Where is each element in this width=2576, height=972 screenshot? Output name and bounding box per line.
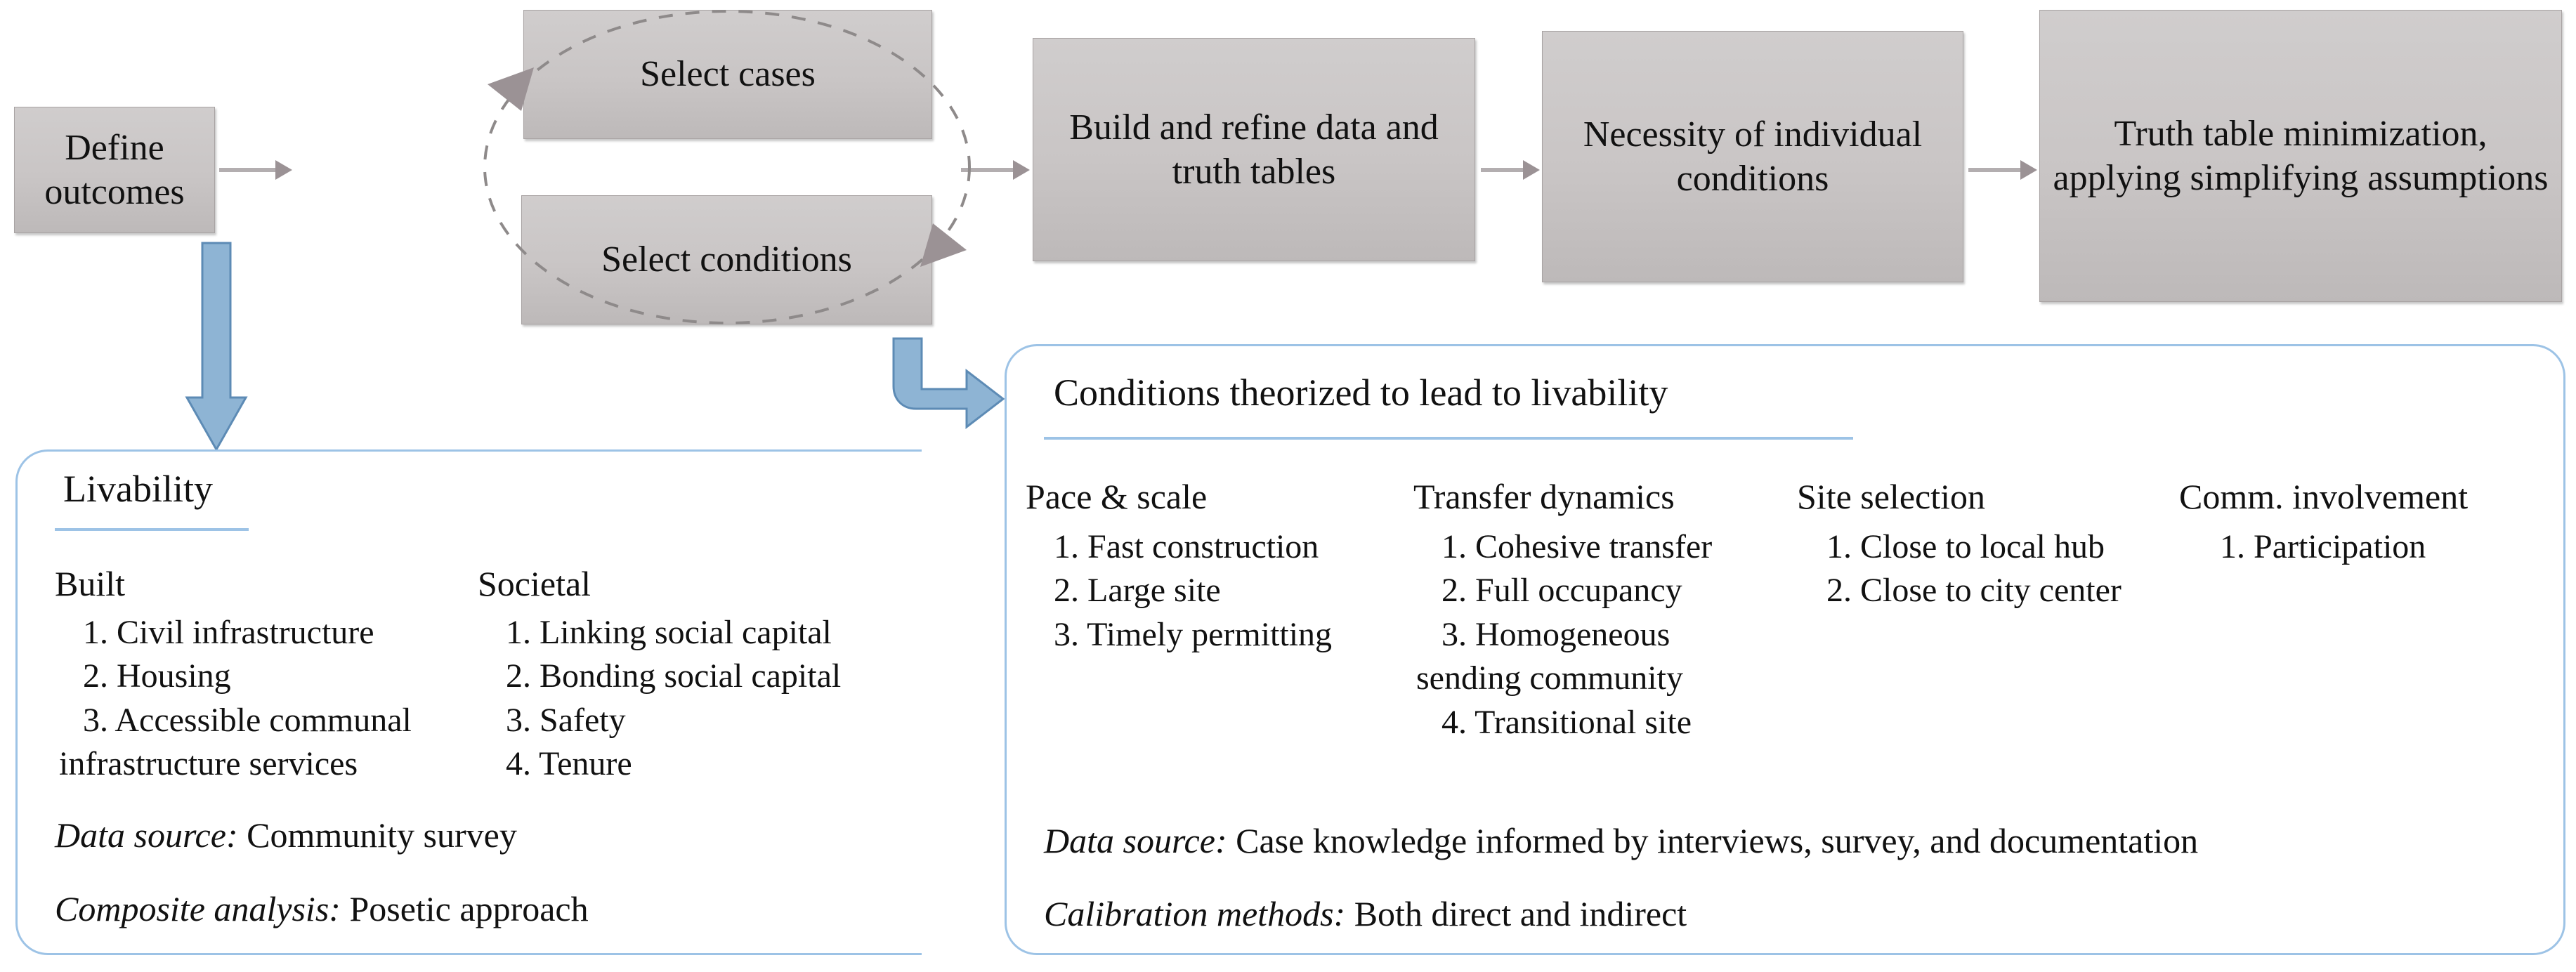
list-item: 2. Bonding social capital	[506, 657, 842, 695]
list-item: 3. Safety	[506, 701, 626, 739]
conditions-panel	[1005, 344, 2565, 955]
connector-arrow-necessity-to-truthtable	[1968, 160, 2037, 180]
note-value: Posetic approach	[349, 889, 589, 928]
blue-elbow-arrow	[892, 337, 1005, 430]
livability-panel-title: Livability	[63, 468, 213, 510]
connector-arrow-build-to-necessity	[1481, 160, 1540, 180]
conditions-column-list-pace-scale: 1. Fast construction 2. Large site 3. Ti…	[1054, 525, 1419, 657]
list-item: 4. Tenure	[506, 745, 632, 783]
connector-arrow-selection-to-build	[961, 160, 1030, 180]
conditions-column-heading-comm-involvement: Comm. involvement	[2179, 477, 2469, 516]
process-box-select-conditions[interactable]: Select conditions	[521, 195, 932, 324]
list-item: 1. Close to local hub	[1826, 528, 2105, 565]
process-box-label: Select cases	[640, 54, 816, 95]
list-item: 2. Close to city center	[1826, 572, 2121, 610]
list-item: 3. Timely permitting	[1054, 615, 1333, 653]
list-item: 2. Full occupancy	[1441, 572, 1682, 610]
connector-arrow-define-to-selection	[219, 160, 292, 180]
livability-column-list-societal: 1. Linking social capital 2. Bonding soc…	[506, 611, 899, 787]
elbow-arrow-icon	[892, 337, 1005, 430]
process-box-truth-table-minimization[interactable]: Truth table minimization, applying simpl…	[2039, 10, 2562, 302]
conditions-column-heading-transfer-dynamics: Transfer dynamics	[1413, 477, 1675, 516]
conditions-column-list-transfer-dynamics: 1. Cohesive transfer 2. Full occupancy 3…	[1416, 525, 1807, 744]
conditions-title-rule	[1044, 437, 1853, 440]
list-item: 3. Homogeneous	[1441, 615, 1671, 653]
list-item: 1. Cohesive transfer	[1441, 528, 1713, 565]
note-value: Case knowledge informed by interviews, s…	[1236, 821, 2199, 860]
note-label: Data source:	[55, 815, 247, 855]
note-label: Calibration methods:	[1044, 894, 1354, 933]
list-item: 3. Accessible communal	[83, 701, 412, 739]
list-item: sending community	[1416, 659, 1683, 697]
livability-column-heading-societal: Societal	[478, 564, 591, 603]
process-box-label: Define outcomes	[44, 127, 185, 212]
conditions-column-heading-pace-scale: Pace & scale	[1026, 477, 1208, 516]
list-item: 2. Housing	[83, 657, 231, 695]
note-value: Community survey	[247, 815, 517, 855]
livability-column-heading-built: Built	[55, 564, 126, 603]
list-item: 1. Participation	[2220, 528, 2426, 565]
process-box-necessity[interactable]: Necessity of individual conditions	[1542, 31, 1963, 282]
process-box-define-outcomes[interactable]: Define outcomes	[14, 107, 215, 233]
conditions-note-calibration-methods: Calibration methods: Both direct and ind…	[1044, 893, 1687, 934]
list-item: 1. Fast construction	[1054, 528, 1319, 565]
conditions-column-list-site-selection: 1. Close to local hub 2. Close to city c…	[1826, 525, 2220, 613]
down-arrow-icon	[185, 242, 248, 452]
conditions-panel-title: Conditions theorized to lead to livabili…	[1054, 372, 1668, 414]
livability-note-composite-analysis: Composite analysis: Posetic approach	[55, 888, 589, 929]
livability-title-rule	[55, 528, 249, 531]
blue-down-arrow	[185, 242, 248, 452]
note-value: Both direct and indirect	[1354, 894, 1687, 933]
list-item: 1. Civil infrastructure	[83, 614, 374, 651]
list-item: infrastructure services	[59, 745, 358, 783]
list-item: 1. Linking social capital	[506, 614, 832, 651]
livability-column-list-built: 1. Civil infrastructure 2. Housing 3. Ac…	[59, 611, 476, 787]
conditions-column-heading-site-selection: Site selection	[1797, 477, 1985, 516]
conditions-column-list-comm-involvement: 1. Participation	[2220, 525, 2543, 569]
conditions-note-data-source: Data source: Case knowledge informed by …	[1044, 820, 2198, 861]
process-box-label: Build and refine data and truth tables	[1069, 107, 1439, 192]
note-label: Composite analysis:	[55, 889, 350, 928]
livability-panel	[15, 449, 922, 955]
process-box-build-refine[interactable]: Build and refine data and truth tables	[1033, 38, 1475, 261]
process-box-label: Select conditions	[601, 239, 852, 280]
note-label: Data source:	[1044, 821, 1236, 860]
process-box-label: Truth table minimization, applying simpl…	[2053, 113, 2549, 198]
livability-note-data-source: Data source: Community survey	[55, 815, 517, 855]
process-box-label: Necessity of individual conditions	[1583, 114, 1923, 199]
list-item: 2. Large site	[1054, 572, 1221, 610]
process-box-select-cases[interactable]: Select cases	[523, 10, 932, 139]
list-item: 4. Transitional site	[1441, 703, 1692, 741]
